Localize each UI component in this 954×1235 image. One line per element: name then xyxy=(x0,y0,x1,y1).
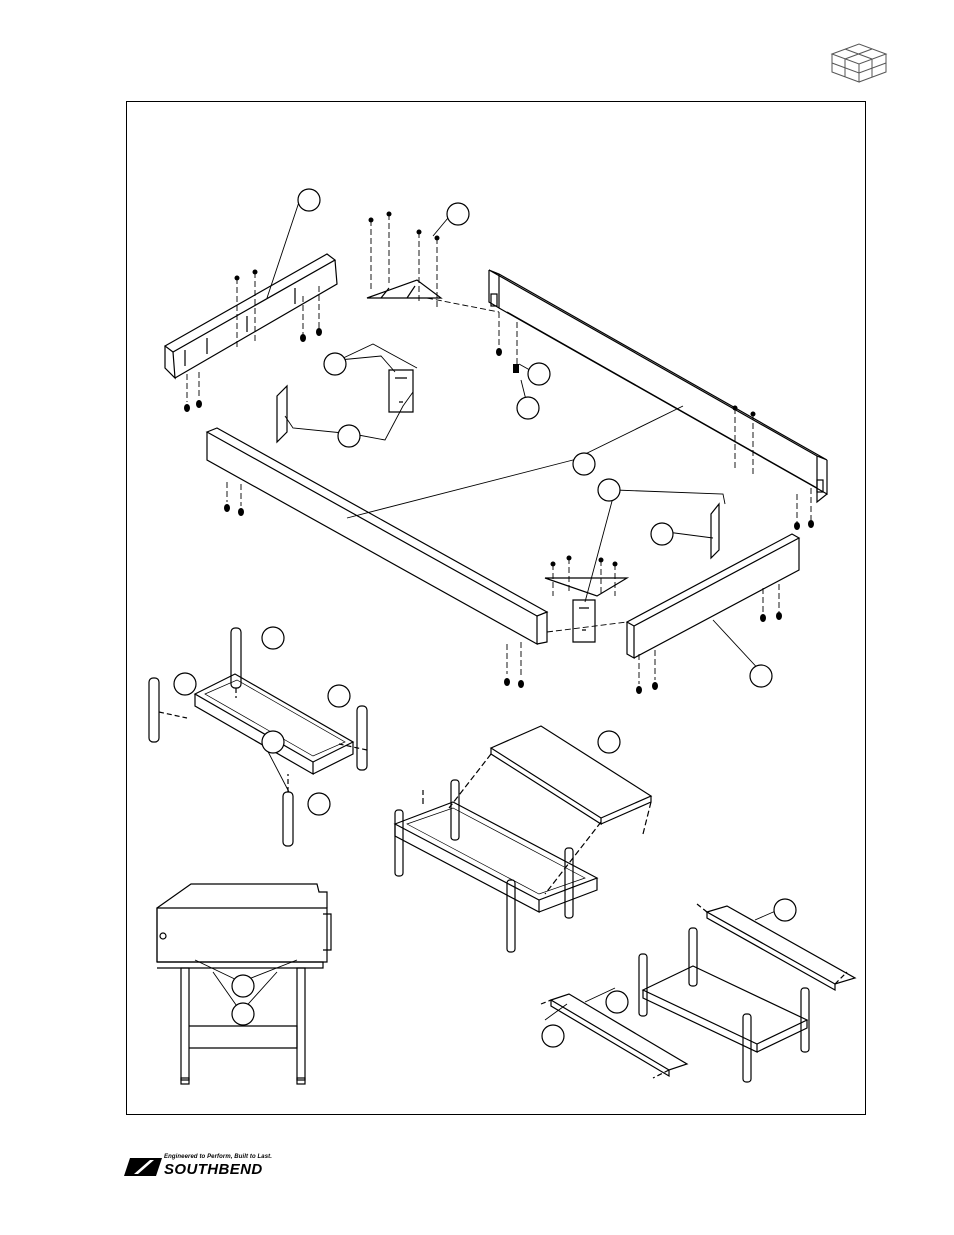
callout-markers xyxy=(174,189,796,1047)
exploded-parts-diagram xyxy=(126,101,866,1115)
stand-with-rails xyxy=(541,904,855,1082)
rear-rail-left xyxy=(165,254,337,378)
undershelf-assembly xyxy=(395,726,651,952)
brand-name: SOUTHBEND xyxy=(164,1161,263,1178)
leg-plate-left xyxy=(277,386,287,442)
front-panel xyxy=(207,428,547,644)
side-rail-right xyxy=(489,270,827,502)
brand-tagline: Engineered to Perform, Built to Last. xyxy=(164,1154,272,1160)
corner-bracket-front xyxy=(573,600,595,642)
leg-plate-right xyxy=(711,504,719,558)
corner-bracket-left xyxy=(389,370,413,412)
gusset-top xyxy=(367,280,441,298)
right-front-panel xyxy=(627,534,799,658)
stand-frame-assembly xyxy=(149,628,367,846)
southbend-logo-mark xyxy=(124,1158,162,1176)
southbend-brand: Engineered to Perform, Built to Last. SO… xyxy=(124,1154,324,1180)
box-package-icon xyxy=(828,40,890,84)
